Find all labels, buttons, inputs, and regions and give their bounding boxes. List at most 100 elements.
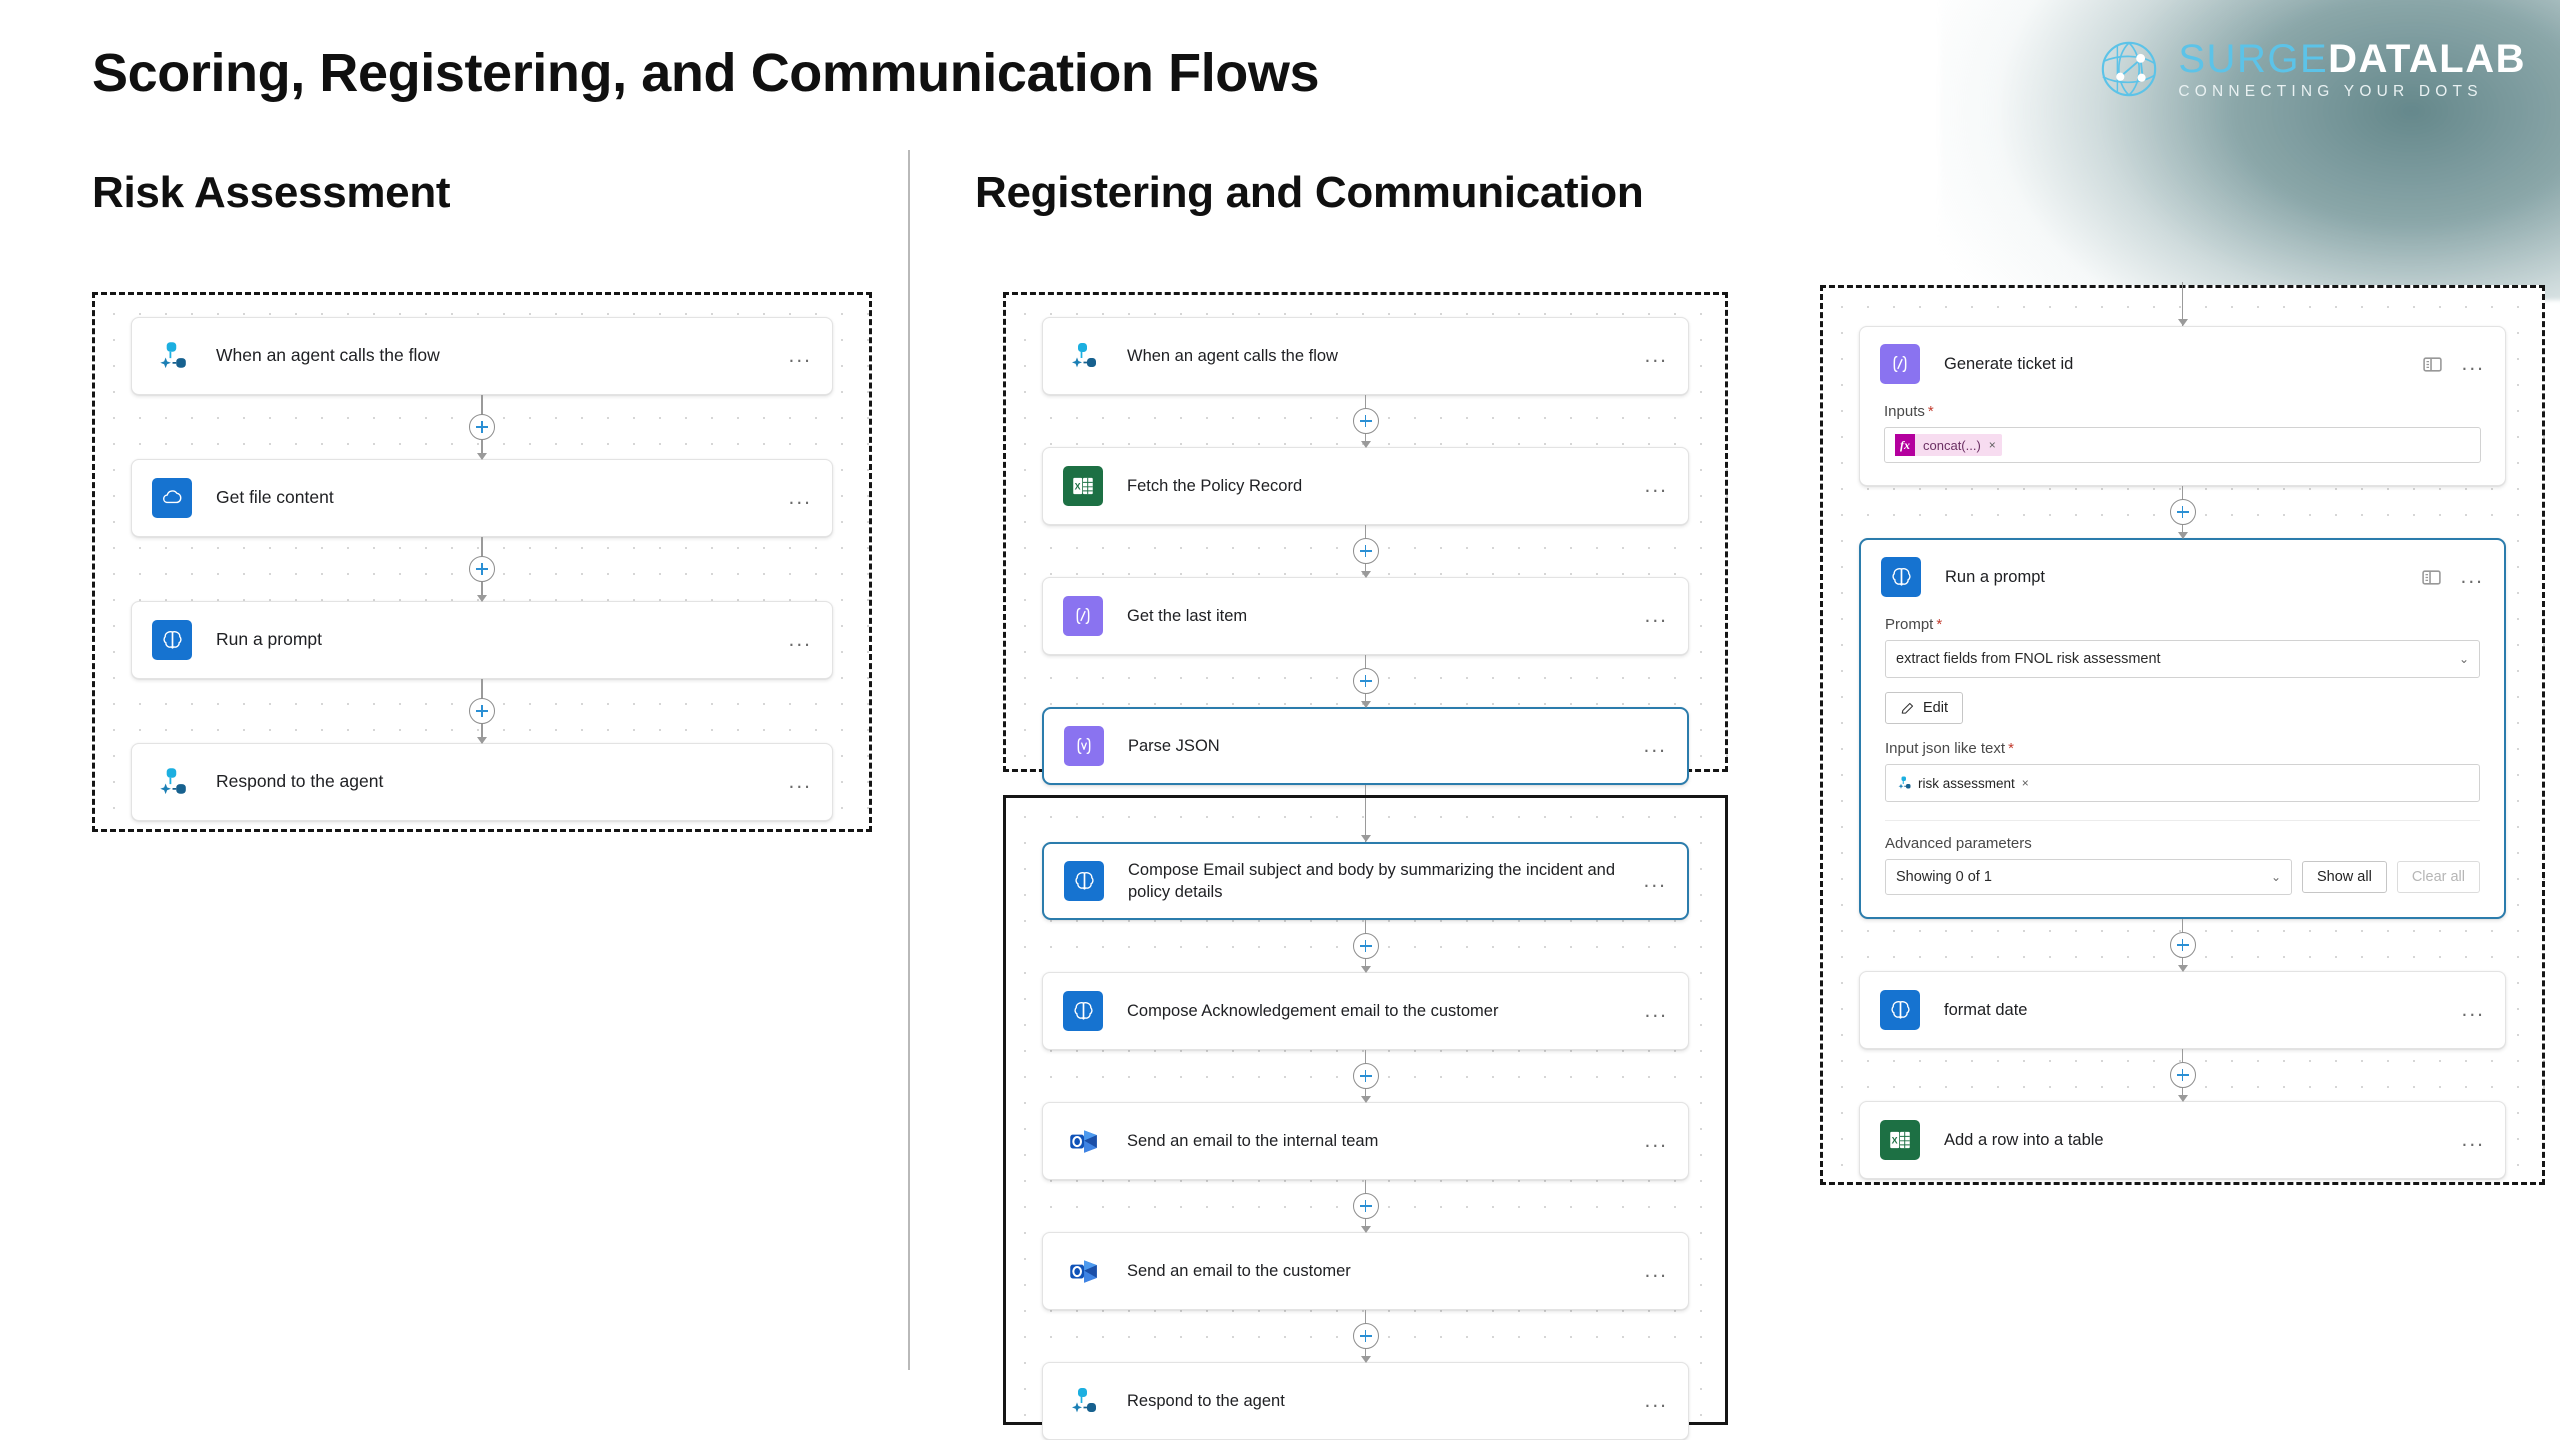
- step-menu-button[interactable]: ...: [788, 344, 812, 367]
- step-menu-button[interactable]: ...: [788, 770, 812, 793]
- add-step-button[interactable]: [2169, 1062, 2196, 1088]
- inputs-field[interactable]: fx concat(...) ×: [1884, 427, 2481, 463]
- add-step-button[interactable]: [1352, 668, 1379, 694]
- flow-step-fetch-the-policy-record[interactable]: X Fetch the Policy Record ...: [1042, 447, 1689, 525]
- advanced-parameters-select[interactable]: Showing 0 of 1 ⌄: [1885, 859, 2292, 895]
- expression-token[interactable]: fx concat(...) ×: [1895, 434, 2002, 456]
- flow-step-respond-to-the-agent[interactable]: Respond to the agent ...: [131, 743, 833, 821]
- connector-arrow-icon: [2177, 1095, 2188, 1102]
- add-step-button[interactable]: [1352, 1063, 1379, 1089]
- flow-step-send-email-customer[interactable]: Send an email to the customer ...: [1042, 1232, 1689, 1310]
- add-step-button[interactable]: [1352, 933, 1379, 959]
- step-menu-button[interactable]: ...: [1643, 734, 1667, 757]
- flow-step-parse-json[interactable]: Parse JSON ...: [1042, 707, 1689, 785]
- connector-arrow-icon: [1360, 1226, 1371, 1233]
- input-json-field[interactable]: risk assessment ×: [1885, 764, 2480, 802]
- step-menu-button[interactable]: ...: [2461, 998, 2485, 1021]
- chevron-down-icon[interactable]: ⌄: [2458, 652, 2469, 666]
- step-menu-button[interactable]: ...: [2461, 352, 2485, 375]
- flow-step-label: Run a prompt: [216, 629, 323, 650]
- flow-step-compose-acknowledgement-email[interactable]: Compose Acknowledgement email to the cus…: [1042, 972, 1689, 1050]
- flow-connector: [1042, 1050, 1689, 1103]
- split-panel-icon[interactable]: [2421, 567, 2442, 588]
- show-all-button[interactable]: Show all: [2302, 861, 2387, 893]
- flow-step-send-email-internal-team[interactable]: Send an email to the internal team ...: [1042, 1102, 1689, 1180]
- flow-step-format-date[interactable]: format date ...: [1859, 971, 2506, 1049]
- connector-arrow-icon: [1360, 835, 1371, 842]
- prompt-select[interactable]: extract fields from FNOL risk assessment…: [1885, 640, 2480, 678]
- add-step-button[interactable]: [2169, 932, 2196, 958]
- step-menu-button[interactable]: ...: [1643, 869, 1667, 892]
- flow-step-label: When an agent calls the flow: [216, 345, 440, 366]
- step-menu-button[interactable]: ...: [1644, 344, 1668, 367]
- flow-step-add-a-row-into-a-table[interactable]: X Add a row into a table ...: [1859, 1101, 2506, 1179]
- flow-step-compose-email-subject-and-body[interactable]: Compose Email subject and body by summar…: [1042, 842, 1689, 920]
- flow-step-when-an-agent-calls-the-flow[interactable]: When an agent calls the flow ...: [131, 317, 833, 395]
- step-menu-button[interactable]: ...: [1644, 1389, 1668, 1412]
- add-step-button[interactable]: [1352, 538, 1379, 564]
- add-step-button[interactable]: [469, 698, 495, 724]
- add-step-button[interactable]: [1352, 1193, 1379, 1219]
- flow-step-label: Parse JSON: [1128, 736, 1220, 755]
- brand-word-datalab: DATALAB: [2328, 36, 2526, 81]
- flow-step-label: Compose Email subject and body by summar…: [1128, 860, 1616, 901]
- step-menu-button[interactable]: ...: [1644, 1259, 1668, 1282]
- agent-flow-icon: [1063, 1381, 1103, 1421]
- add-step-button[interactable]: [469, 414, 495, 440]
- connector-arrow-icon: [477, 453, 487, 460]
- flow-connector: [1042, 1310, 1689, 1363]
- remove-token-icon[interactable]: ×: [1988, 438, 1996, 452]
- flow-step-get-the-last-item[interactable]: Get the last item ...: [1042, 577, 1689, 655]
- edit-prompt-button[interactable]: Edit: [1885, 692, 1963, 724]
- agent-flow-icon: [1063, 336, 1103, 376]
- flow-step-respond-to-the-agent[interactable]: Respond to the agent ...: [1042, 1362, 1689, 1440]
- flow-step-run-a-prompt[interactable]: Run a prompt ... Prompt* extract fields …: [1859, 538, 2506, 919]
- flow-connector-stub: [1859, 282, 2506, 326]
- step-menu-button[interactable]: ...: [788, 628, 812, 651]
- flow-step-get-file-content[interactable]: Get file content ...: [131, 459, 833, 537]
- fx-icon: fx: [1895, 434, 1915, 456]
- flow-connector: [1042, 655, 1689, 708]
- step-menu-button[interactable]: ...: [2461, 1128, 2485, 1151]
- step-menu-button[interactable]: ...: [1644, 474, 1668, 497]
- flow-connector-stub: [1042, 798, 1689, 842]
- flow-step-label: format date: [1944, 1000, 2028, 1019]
- step-menu-button[interactable]: ...: [1644, 604, 1668, 627]
- add-step-button[interactable]: [2169, 499, 2196, 525]
- brand-tagline: CONNECTING YOUR DOTS: [2178, 82, 2483, 100]
- flow-step-run-a-prompt[interactable]: Run a prompt ...: [131, 601, 833, 679]
- flow-step-label: Send an email to the internal team: [1127, 1131, 1379, 1150]
- flow-step-when-an-agent-calls-the-flow[interactable]: When an agent calls the flow ...: [1042, 317, 1689, 395]
- connector-arrow-icon: [1360, 1096, 1371, 1103]
- ai-builder-icon: [1063, 991, 1103, 1031]
- flow-connector: [1859, 919, 2506, 972]
- step-menu-button[interactable]: ...: [1644, 999, 1668, 1022]
- flow-step-label: Send an email to the customer: [1127, 1261, 1351, 1280]
- step-menu-button[interactable]: ...: [788, 486, 812, 509]
- ai-builder-icon: [1880, 990, 1920, 1030]
- page-title: Scoring, Registering, and Communication …: [92, 43, 1320, 103]
- clear-all-button: Clear all: [2396, 861, 2480, 893]
- split-panel-icon[interactable]: [2422, 354, 2443, 375]
- connector-arrow-icon: [2177, 319, 2188, 326]
- flow-step-label: Run a prompt: [1945, 567, 2045, 586]
- flow-step-label: Get the last item: [1127, 606, 1248, 625]
- add-step-button[interactable]: [1352, 408, 1379, 434]
- flow-canvas-registering-top: When an agent calls the flow ... X Fetch…: [1003, 292, 1728, 825]
- flow-step-generate-ticket-id[interactable]: Generate ticket id ... Inputs* fx: [1859, 326, 2506, 486]
- ai-builder-icon: [152, 620, 192, 660]
- step-menu-button[interactable]: ...: [1644, 1129, 1668, 1152]
- step-menu-button[interactable]: ...: [2460, 565, 2484, 588]
- agent-flow-icon: [152, 762, 192, 802]
- chevron-down-icon[interactable]: ⌄: [2270, 870, 2281, 884]
- pencil-icon: [1901, 702, 1914, 714]
- flow-step-label: Fetch the Policy Record: [1127, 476, 1303, 495]
- connector-arrow-icon: [2177, 965, 2188, 972]
- add-step-button[interactable]: [469, 556, 495, 582]
- add-step-button[interactable]: [1352, 1323, 1379, 1349]
- outlook-icon: [1063, 1251, 1103, 1291]
- remove-token-icon[interactable]: ×: [2021, 776, 2029, 790]
- dynamic-content-token[interactable]: risk assessment ×: [1896, 772, 2035, 794]
